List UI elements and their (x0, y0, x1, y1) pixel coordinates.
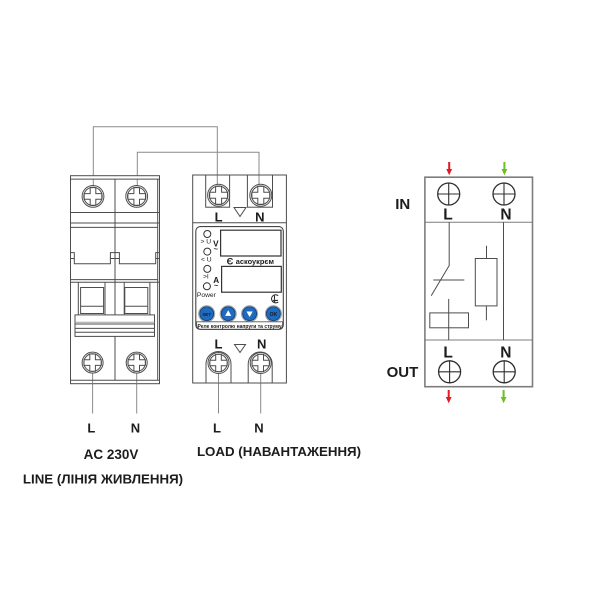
svg-text:L: L (443, 207, 452, 224)
svg-text:L: L (213, 421, 221, 436)
svg-text:N: N (255, 210, 264, 225)
svg-text:~: ~ (214, 281, 219, 290)
svg-text:SET: SET (202, 312, 211, 317)
svg-text:Power: Power (197, 292, 217, 299)
svg-text:>I: >I (203, 274, 209, 281)
svg-text:~: ~ (214, 245, 219, 254)
svg-text:L: L (215, 336, 223, 351)
svg-text:аскоукрєм: аскоукрєм (236, 257, 274, 266)
svg-text:L: L (443, 345, 452, 362)
svg-text:L: L (215, 210, 223, 225)
svg-text:A: A (213, 276, 219, 285)
svg-text:OUT: OUT (387, 364, 419, 381)
svg-text:Є: Є (227, 255, 234, 266)
svg-text:N: N (257, 336, 266, 351)
svg-text:LINE (ЛІНІЯ ЖИВЛЕННЯ): LINE (ЛІНІЯ ЖИВЛЕННЯ) (23, 471, 183, 486)
svg-text:> U: > U (201, 239, 212, 246)
svg-text:IN: IN (395, 196, 410, 213)
svg-text:OK: OK (270, 312, 278, 318)
svg-text:N: N (131, 421, 140, 436)
svg-text:AC 230V: AC 230V (84, 447, 139, 462)
svg-text:N: N (254, 421, 263, 436)
svg-text:N: N (500, 345, 511, 362)
svg-text:V: V (213, 239, 219, 248)
svg-text:Реле контролю напруги та струм: Реле контролю напруги та струму (198, 324, 282, 330)
svg-text:LOAD (НАВАНТАЖЕННЯ): LOAD (НАВАНТАЖЕННЯ) (197, 444, 361, 459)
svg-text:L: L (87, 421, 95, 436)
svg-text:N: N (500, 207, 511, 224)
svg-text:< U: < U (201, 257, 212, 264)
